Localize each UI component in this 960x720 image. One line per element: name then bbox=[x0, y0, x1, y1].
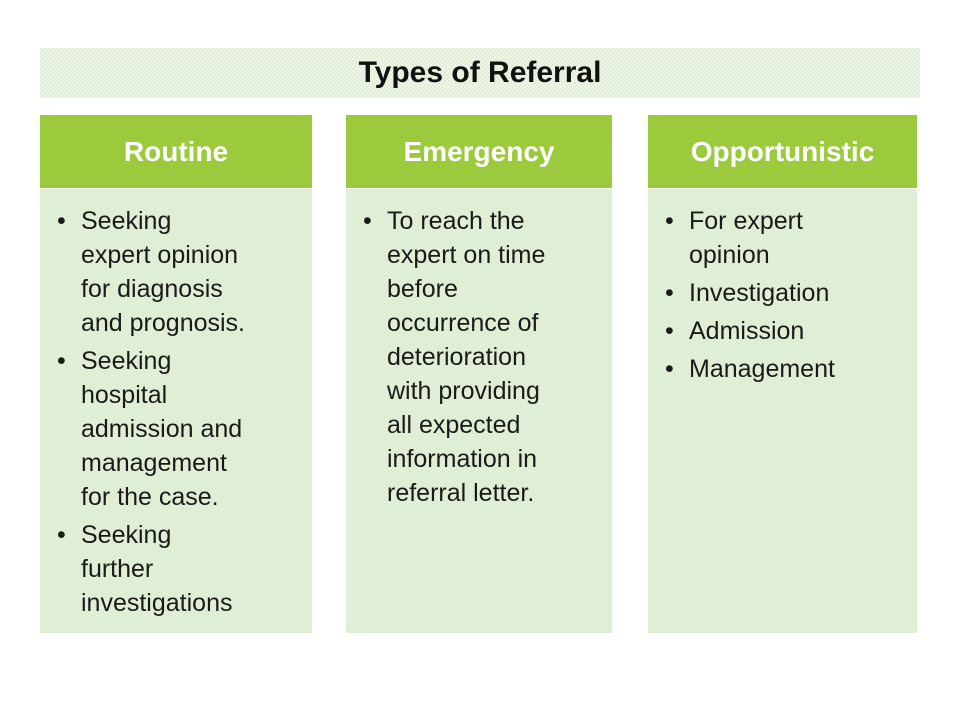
column-routine: Routine Seeking expert opinion for diagn… bbox=[40, 115, 312, 633]
column-emergency-body: To reach the expert on time before occur… bbox=[346, 189, 612, 633]
bullet-text: Investigation bbox=[689, 279, 830, 307]
slide-title-bar: Types of Referral bbox=[40, 48, 920, 98]
column-opportunistic-header: Opportunistic bbox=[648, 115, 917, 188]
bullet-item: Investigation bbox=[665, 276, 907, 310]
bullet-text: To reach the expert on time before occur… bbox=[387, 207, 546, 507]
column-routine-header: Routine bbox=[40, 115, 312, 188]
bullet-item: Admission bbox=[665, 314, 907, 348]
bullet-item: Seeking further investigations bbox=[57, 518, 302, 620]
slide-title: Types of Referral bbox=[358, 56, 602, 89]
bullet-item: Management bbox=[665, 352, 907, 386]
bullet-text: Seeking hospital admission and managemen… bbox=[81, 347, 243, 511]
column-opportunistic-body: For expert opinion Investigation Admissi… bbox=[648, 189, 917, 633]
column-routine-body: Seeking expert opinion for diagnosis and… bbox=[40, 189, 312, 633]
bullet-list: For expert opinion Investigation Admissi… bbox=[665, 204, 907, 386]
bullet-text: Admission bbox=[689, 317, 805, 345]
column-emergency-header: Emergency bbox=[346, 115, 612, 188]
bullet-item: Seeking hospital admission and managemen… bbox=[57, 344, 302, 514]
bullet-text: Management bbox=[689, 355, 835, 383]
bullet-item: To reach the expert on time before occur… bbox=[363, 204, 602, 510]
bullet-text: Seeking expert opinion for diagnosis and… bbox=[81, 207, 246, 337]
column-emergency: Emergency To reach the expert on time be… bbox=[346, 115, 612, 633]
bullet-text: Seeking further investigations bbox=[81, 521, 233, 617]
bullet-list: To reach the expert on time before occur… bbox=[363, 204, 602, 510]
bullet-text: For expert opinion bbox=[689, 207, 803, 269]
column-opportunistic: Opportunistic For expert opinion Investi… bbox=[648, 115, 917, 633]
bullet-list: Seeking expert opinion for diagnosis and… bbox=[57, 204, 302, 620]
bullet-item: For expert opinion bbox=[665, 204, 907, 272]
bullet-item: Seeking expert opinion for diagnosis and… bbox=[57, 204, 302, 340]
